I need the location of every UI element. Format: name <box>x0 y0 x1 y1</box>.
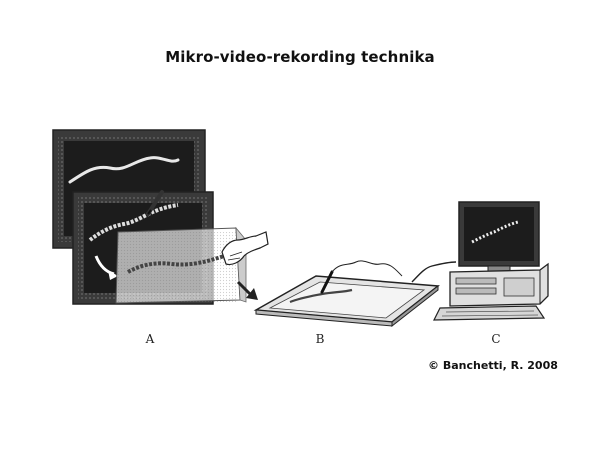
hand-icon <box>221 231 269 266</box>
tablet-cable <box>411 261 457 283</box>
computer-icon <box>433 201 549 321</box>
panel-a-illustration <box>52 129 269 305</box>
panel-label-c: C <box>491 332 500 346</box>
transparent-sheet <box>115 226 247 304</box>
copyright-credit: © Banchetti, R. 2008 <box>428 359 558 372</box>
panel-c-illustration <box>433 201 549 321</box>
digitizer-tablet-icon <box>253 275 440 328</box>
panel-label-b: B <box>316 332 325 346</box>
panel-label-a: A <box>145 332 155 346</box>
stylus-icon <box>320 260 403 294</box>
arrow-a-to-b <box>236 280 258 300</box>
pen-icon <box>146 190 164 216</box>
panel-b-illustration <box>253 260 457 328</box>
slide-title: Mikro-video-rekording technika <box>165 48 435 66</box>
